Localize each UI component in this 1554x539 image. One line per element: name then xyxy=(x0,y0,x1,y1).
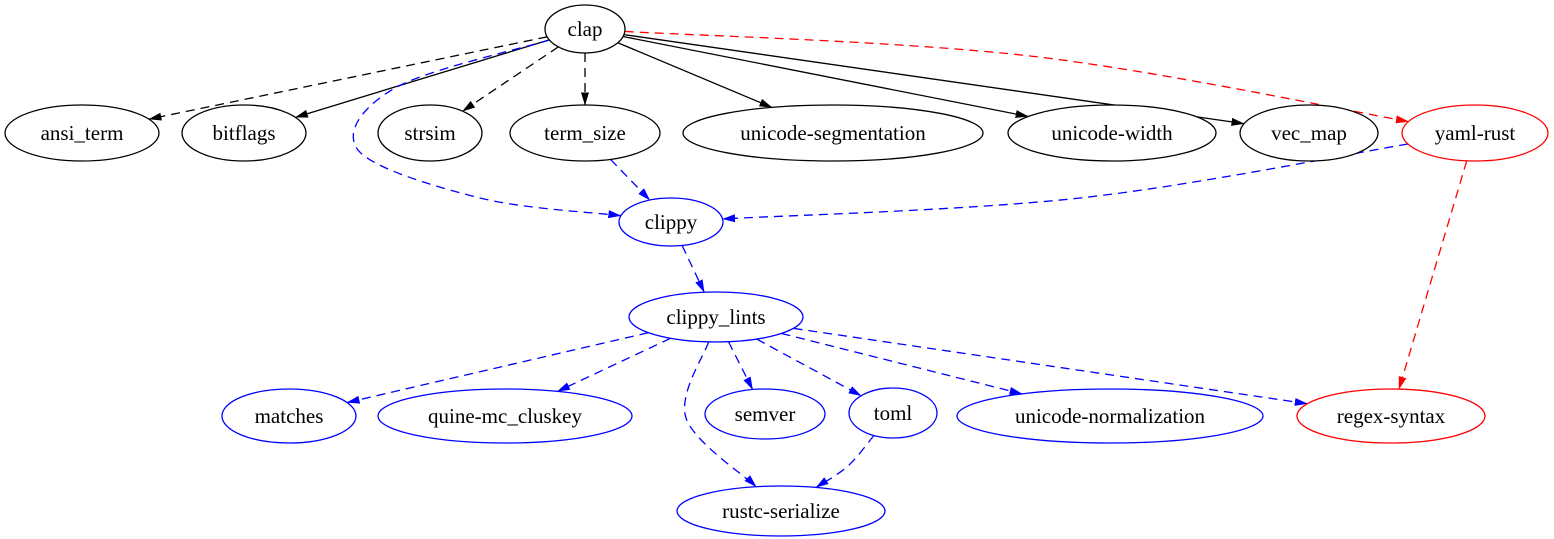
node-label: bitflags xyxy=(213,121,276,145)
edge-clap-bitflags xyxy=(294,39,550,118)
edge-clap-unicode-width xyxy=(622,35,1029,118)
edge-clippy_lints-semver xyxy=(727,341,754,390)
node-outline xyxy=(377,104,483,162)
node-outline xyxy=(628,291,804,343)
node-unicode-segmentation: unicode-segmentation xyxy=(682,104,984,162)
node-outline xyxy=(1296,388,1486,444)
node-term_size: term_size xyxy=(509,104,661,162)
edge-toml-rustc-serialize xyxy=(815,435,875,489)
node-label: clap xyxy=(568,17,603,41)
node-rustc-serialize: rustc-serialize xyxy=(676,485,886,537)
node-clap: clap xyxy=(544,4,626,54)
edge-clap-strsim xyxy=(462,46,559,112)
node-label: strsim xyxy=(404,121,455,145)
node-outline xyxy=(676,485,886,537)
node-label: term_size xyxy=(544,121,626,145)
node-matches: matches xyxy=(221,388,357,444)
edge-clippy_lints-matches xyxy=(346,332,649,404)
node-outline xyxy=(618,197,724,247)
node-label: regex-syntax xyxy=(1337,404,1446,428)
node-yaml-rust: yaml-rust xyxy=(1401,104,1549,162)
node-label: rustc-serialize xyxy=(722,499,840,523)
node-outline xyxy=(4,104,160,162)
node-label: toml xyxy=(874,401,913,425)
edge-clap-ansi_term xyxy=(148,36,548,121)
node-outline xyxy=(956,388,1264,444)
edge-clippy_lints-regex-syntax xyxy=(793,327,1308,406)
node-label: semver xyxy=(735,402,796,426)
node-outline xyxy=(181,104,307,162)
edge-clippy_lints-toml xyxy=(756,338,862,397)
node-outline xyxy=(682,104,984,162)
node-outline xyxy=(1401,104,1549,162)
node-unicode-normalization: unicode-normalization xyxy=(956,388,1264,444)
node-outline xyxy=(377,388,633,444)
node-label: unicode-normalization xyxy=(1015,404,1206,428)
node-label: ansi_term xyxy=(41,121,124,145)
node-vec_map: vec_map xyxy=(1239,104,1379,162)
node-label: yaml-rust xyxy=(1435,121,1516,145)
node-clippy: clippy xyxy=(618,197,724,247)
edge-clippy_lints-rustc-serialize xyxy=(683,341,757,488)
node-outline xyxy=(509,104,661,162)
edge-clap-yaml-rust xyxy=(624,30,1409,124)
node-outline xyxy=(1007,104,1217,162)
node-outline xyxy=(848,387,938,439)
edge-yaml-rust-regex-syntax xyxy=(1398,160,1468,390)
node-label: clippy_lints xyxy=(666,305,765,329)
node-ansi_term: ansi_term xyxy=(4,104,160,162)
node-strsim: strsim xyxy=(377,104,483,162)
node-clippy_lints: clippy_lints xyxy=(628,291,804,343)
node-regex-syntax: regex-syntax xyxy=(1296,388,1486,444)
node-bitflags: bitflags xyxy=(181,104,307,162)
node-label: vec_map xyxy=(1271,121,1347,145)
node-label: clippy xyxy=(645,210,698,234)
node-outline xyxy=(1239,104,1379,162)
node-label: matches xyxy=(255,404,324,428)
node-outline xyxy=(544,4,626,54)
edge-layer xyxy=(148,30,1468,489)
edge-clap-unicode-segmentation xyxy=(617,42,773,109)
node-outline xyxy=(704,388,826,440)
node-toml: toml xyxy=(848,387,938,439)
edge-term_size-clippy xyxy=(609,158,651,201)
node-quine-mc_cluskey: quine-mc_cluskey xyxy=(377,388,633,444)
node-unicode-width: unicode-width xyxy=(1007,104,1217,162)
node-label: unicode-segmentation xyxy=(740,121,926,145)
node-outline xyxy=(221,388,357,444)
edge-clippy-clippy_lints xyxy=(681,245,705,293)
edge-clippy_lints-quine-mc_cluskey xyxy=(556,337,671,392)
node-semver: semver xyxy=(704,388,826,440)
edge-clippy_lints-unicode-normalization xyxy=(781,332,1023,395)
node-label: quine-mc_cluskey xyxy=(428,404,582,428)
node-label: unicode-width xyxy=(1051,121,1173,145)
edge-clap-clippy xyxy=(352,39,622,219)
